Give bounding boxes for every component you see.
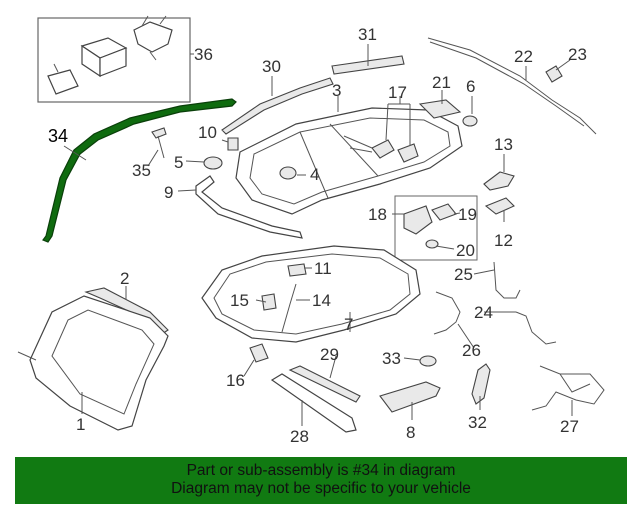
- part-26-harness: [433, 291, 461, 335]
- inset-box-36: [37, 15, 191, 103]
- callout-26: 26: [462, 341, 481, 360]
- callout-13: 13: [494, 135, 513, 154]
- part-8-bracket: [379, 381, 441, 413]
- callout-4: 4: [310, 165, 319, 184]
- part-5-grommet: [203, 156, 223, 170]
- part-23-connector: [545, 65, 563, 83]
- part-22-cable: [427, 37, 597, 135]
- callout-3: 3: [332, 81, 341, 100]
- banner-line-1: Part or sub-assembly is #34 in diagram: [186, 462, 456, 479]
- callout-6: 6: [466, 77, 475, 96]
- callout-30: 30: [262, 57, 281, 76]
- part-17-brackets: [343, 135, 419, 163]
- part-30-strip: [221, 77, 334, 135]
- part-1-frame: [17, 295, 169, 431]
- inset-box-18-20: [394, 195, 478, 261]
- callout-27: 27: [560, 417, 579, 436]
- callout-22: 22: [514, 47, 533, 66]
- part-11-clip: [287, 263, 307, 277]
- part-6-grommet: [462, 115, 478, 127]
- callout-29: 29: [320, 345, 339, 364]
- part-7-headliner: [201, 245, 421, 343]
- callout-35: 35: [132, 161, 151, 180]
- part-32-strip: [471, 363, 491, 405]
- part-12-bracket: [484, 197, 515, 215]
- callout-34: 34: [48, 126, 68, 146]
- part-21-module: [418, 99, 462, 119]
- callout-11: 11: [314, 259, 332, 278]
- callout-32: 32: [468, 413, 487, 432]
- callout-8: 8: [406, 423, 415, 442]
- part-27-harness: [531, 365, 605, 411]
- callout-24: 24: [474, 303, 493, 322]
- part-13-bracket: [483, 171, 515, 191]
- callout-1: 1: [76, 415, 85, 434]
- callout-15: 15: [230, 291, 249, 310]
- parts-diagram: 36 34 35 30 31 10 5 3 4 9 17 21 6 22 23 …: [17, 15, 605, 446]
- callout-20: 20: [456, 241, 475, 260]
- part-33-grommet: [419, 355, 437, 367]
- banner-line-2: Diagram may not be specific to your vehi…: [171, 480, 471, 497]
- part-29-rail: [288, 365, 361, 403]
- part-15-clip: [261, 293, 277, 311]
- callout-36: 36: [194, 45, 213, 64]
- part-2-header: [84, 287, 169, 335]
- callout-23: 23: [568, 45, 587, 64]
- part-34-roof-molding[interactable]: [42, 98, 237, 243]
- part-16-clip: [249, 343, 269, 363]
- part-14-strip: [281, 283, 297, 333]
- part-35-clip: [151, 127, 167, 159]
- callout-33: 33: [382, 349, 401, 368]
- callout-5: 5: [174, 153, 183, 172]
- callout-18: 18: [368, 205, 387, 224]
- callout-25: 25: [454, 265, 473, 284]
- callout-31: 31: [358, 25, 377, 44]
- part-9-rear-frame: [195, 175, 303, 239]
- info-banner: Part or sub-assembly is #34 in diagram D…: [15, 457, 627, 504]
- leader-lines: [63, 44, 573, 426]
- callout-17: 17: [388, 83, 407, 102]
- part-3-roof-panel: [235, 107, 463, 215]
- callout-7: 7: [344, 315, 353, 334]
- part-25-tube: [493, 261, 521, 299]
- callout-28: 28: [290, 427, 309, 446]
- part-10-clip: [227, 137, 239, 151]
- callout-labels: 36 34 35 30 31 10 5 3 4 9 17 21 6 22 23 …: [48, 25, 587, 446]
- callout-19: 19: [458, 205, 477, 224]
- callout-10: 10: [198, 123, 217, 142]
- part-24-tube: [515, 311, 557, 345]
- callout-14: 14: [312, 291, 331, 310]
- callout-12: 12: [494, 231, 513, 250]
- callout-2: 2: [120, 269, 129, 288]
- part-28-rail: [270, 373, 357, 433]
- callout-21: 21: [432, 73, 451, 92]
- callout-16: 16: [226, 371, 245, 390]
- callout-9: 9: [164, 183, 173, 202]
- part-4-plug: [279, 166, 297, 180]
